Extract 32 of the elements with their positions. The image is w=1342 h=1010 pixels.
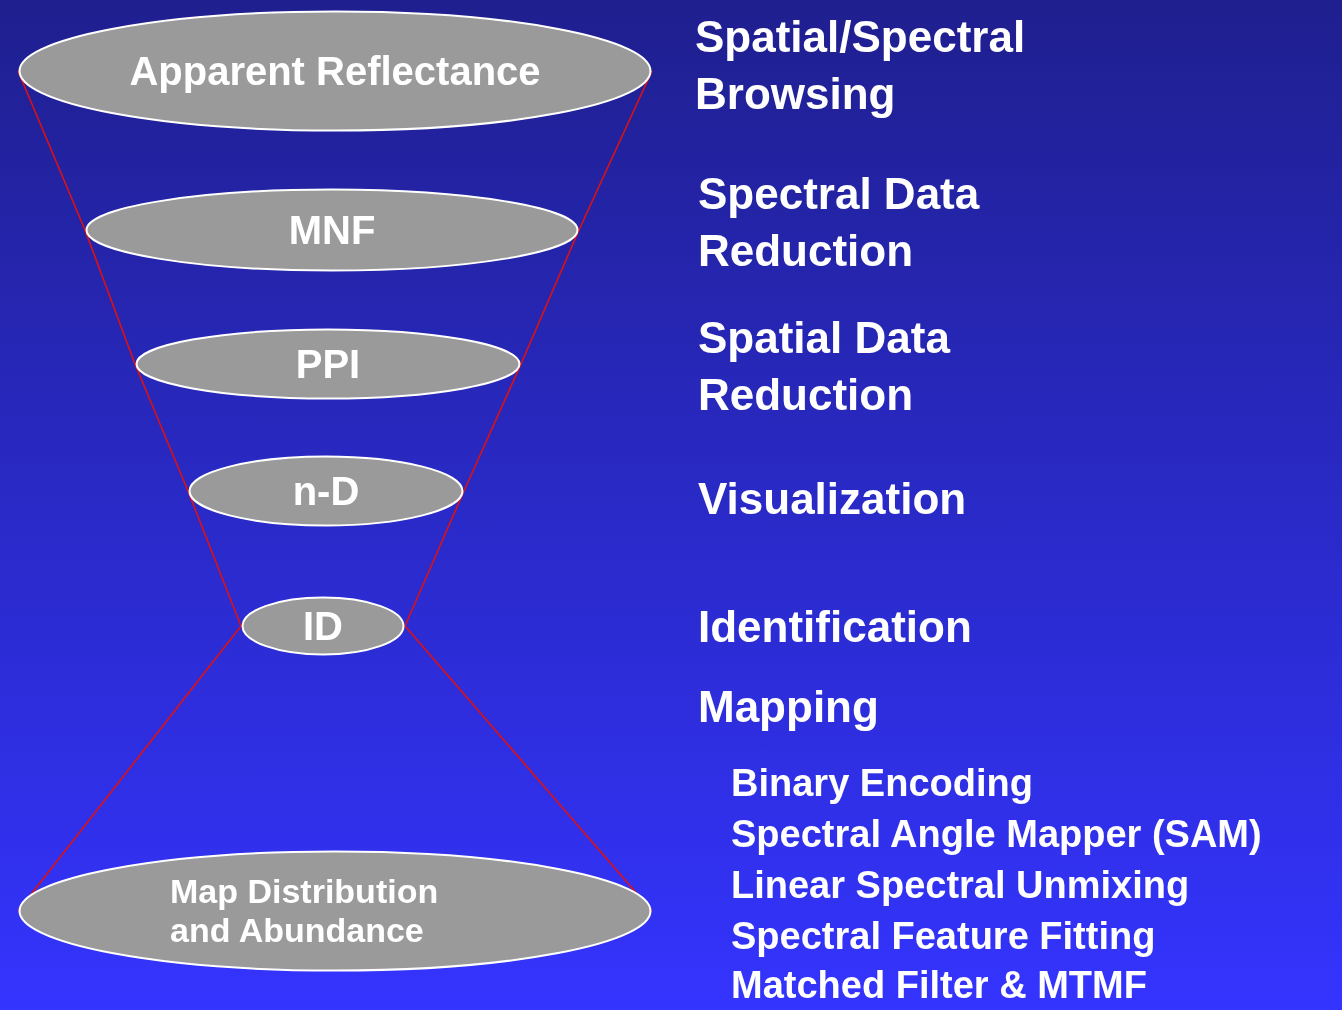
method-label: Spectral Feature Fitting xyxy=(731,917,1157,957)
funnel-line xyxy=(187,490,242,627)
ellipse-node xyxy=(18,10,652,132)
method-label: Spectral Angle Mapper (SAM) xyxy=(731,815,1263,855)
ellipse-node xyxy=(85,188,579,272)
stage-label: Spatial Data Reduction xyxy=(698,312,952,422)
funnel-line xyxy=(134,363,189,492)
funnel-line xyxy=(578,70,653,231)
node-label: ID xyxy=(303,603,343,649)
method-label: Matched Filter & MTMF xyxy=(731,966,1148,1006)
ellipse-node xyxy=(18,850,652,972)
funnel-line xyxy=(463,363,522,492)
funnel-line xyxy=(520,229,580,365)
node-label: MNF xyxy=(288,207,376,253)
ellipse-node xyxy=(241,596,405,656)
funnel-line xyxy=(84,229,136,365)
node-label: PPI xyxy=(295,341,361,387)
stage-label: Spatial/Spectral Browsing xyxy=(695,11,1027,121)
method-label: Linear Spectral Unmixing xyxy=(731,866,1191,906)
node-label: n-D xyxy=(292,468,360,514)
stage-label: Identification xyxy=(698,601,973,653)
funnel-line xyxy=(404,625,653,912)
stage-label: Mapping xyxy=(698,681,880,733)
method-label: Binary Encoding xyxy=(731,764,1034,804)
node-label: Map Distribution and Abundance xyxy=(170,871,440,951)
funnel-line xyxy=(17,625,242,912)
node-label: Apparent Reflectance xyxy=(129,48,541,94)
ellipse-node xyxy=(188,455,464,527)
funnel-line xyxy=(17,70,86,231)
stage-label: Visualization xyxy=(698,473,968,525)
ellipse-node xyxy=(135,328,521,400)
stage-label: Spectral Data Reduction xyxy=(698,168,981,278)
